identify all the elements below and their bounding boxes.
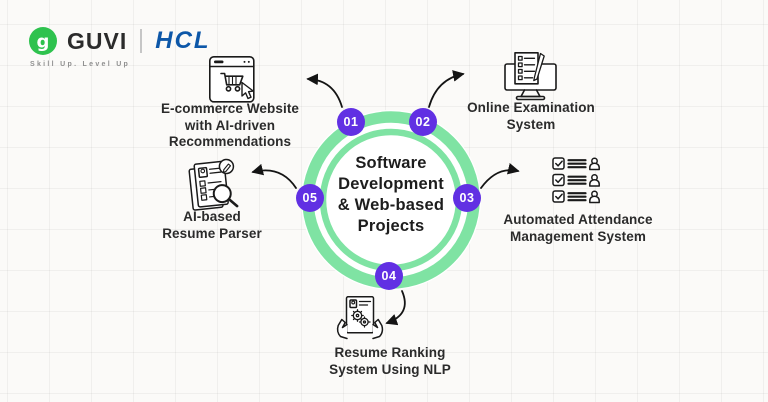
resume-search-icon <box>188 158 239 211</box>
label-attendance: Automated Attendance Management System <box>503 212 653 244</box>
step-badge-05: 05 <box>296 184 324 212</box>
brand-logo: g GUVI HCL <box>28 26 211 56</box>
guvi-logo-icon: g <box>29 27 57 55</box>
center-title-line: & Web-based <box>337 196 445 214</box>
center-title-line: Software <box>355 154 427 172</box>
arrow-to-ecommerce <box>306 73 343 108</box>
arrow-to-attendance <box>480 163 520 189</box>
logo-divider <box>140 29 143 53</box>
label-parser: AI-based Resume Parser <box>162 209 262 241</box>
step-badge-01: 01 <box>337 108 365 136</box>
step-badge-03: 03 <box>453 184 481 212</box>
label-examination: Online Examination System <box>467 100 595 132</box>
resume-gears-icon <box>336 296 384 340</box>
monitor-exam-icon <box>504 52 557 101</box>
attendance-list-icon <box>552 157 600 204</box>
arrow-to-examination <box>428 70 465 108</box>
guvi-wordmark: GUVI <box>67 27 128 54</box>
hcl-wordmark: HCL <box>155 27 211 54</box>
step-badge-02: 02 <box>409 108 437 136</box>
center-title: Software Development & Web-based Project… <box>306 153 476 237</box>
arrow-to-ranking <box>385 290 406 326</box>
browser-cart-icon <box>209 56 255 103</box>
center-title-line: Projects <box>357 217 425 235</box>
center-title-line: Development <box>338 175 444 193</box>
arrow-to-parser <box>251 163 297 189</box>
step-badge-04: 04 <box>375 262 403 290</box>
label-ranking: Resume Ranking System Using NLP <box>329 345 451 377</box>
brand-tagline: Skill Up. Level Up <box>30 61 131 68</box>
svg-text:g: g <box>37 32 50 53</box>
label-ecommerce: E-commerce Website with AI-driven Recomm… <box>160 101 300 149</box>
